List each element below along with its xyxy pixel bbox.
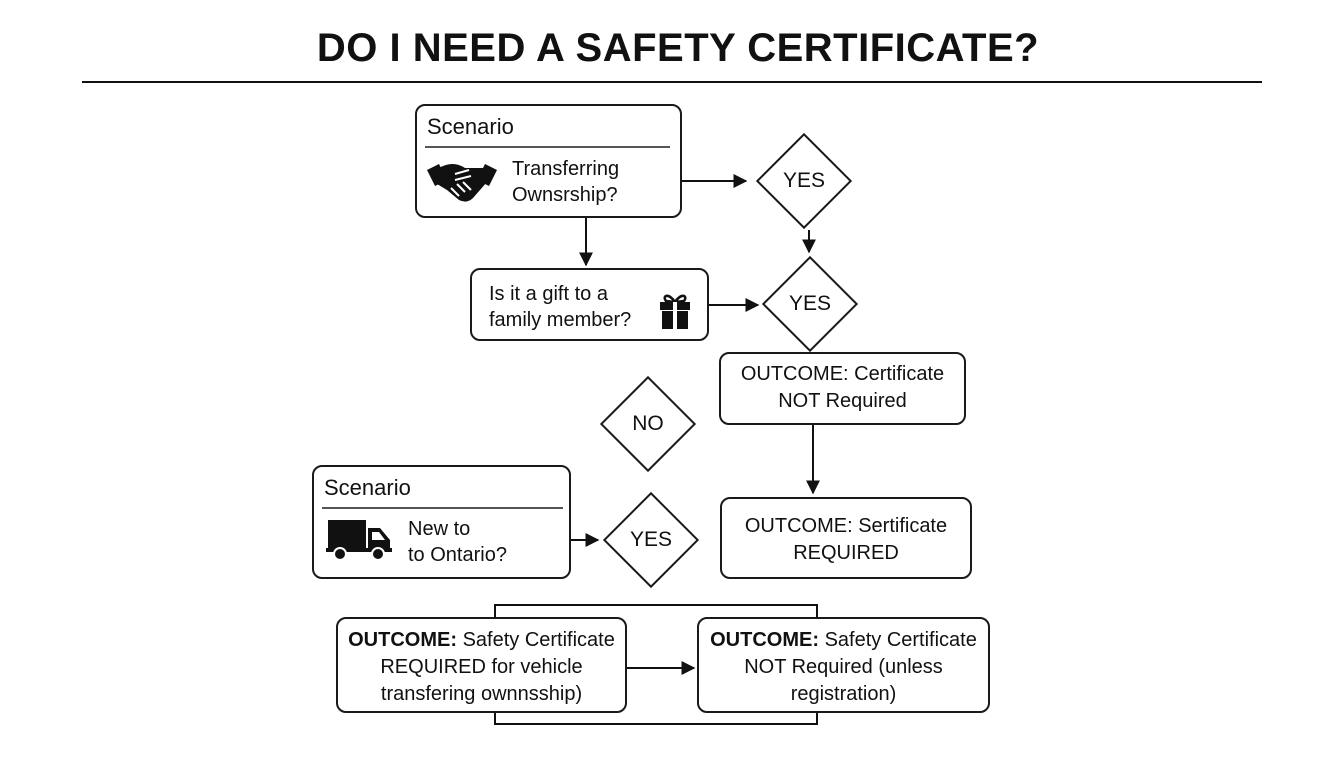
truck-icon <box>326 520 392 561</box>
outcome-required-line2: REQUIRED <box>793 542 899 564</box>
outcome-bottom-left-box: OUTCOME: Safety Certificate REQUIRED for… <box>336 617 627 713</box>
scenario-question-line1: New to <box>408 518 471 540</box>
outcome-label: OUTCOME: <box>710 629 820 651</box>
scenario-box-new-to-ontario: Scenario New to to Ontario? <box>312 465 571 579</box>
scenario-header: Scenario <box>324 475 411 500</box>
outcome-bottom-right-line1: OUTCOME: Safety Certificate <box>699 627 988 654</box>
page-title: DO I NEED A SAFETY CERTIFICATE? <box>316 26 1040 70</box>
gift-question-line2: family member? <box>489 309 632 331</box>
decision-yes-new-label: YES <box>629 528 673 551</box>
outcome-bottom-right-box: OUTCOME: Safety Certificate NOT Required… <box>697 617 990 713</box>
scenario-header: Scenario <box>427 114 514 139</box>
scenario-divider <box>322 507 563 509</box>
bracket-frame-bottom <box>494 713 818 725</box>
scenario-box-transferring: Scenario Transferring Ownsrship? <box>415 104 682 218</box>
decision-no-label: NO <box>632 412 664 435</box>
gift-question-box: Is it a gift to a family member? <box>470 268 709 341</box>
gift-question-line1: Is it a gift to a <box>489 283 608 305</box>
outcome-bottom-left-line3: transfering ownnsship) <box>380 683 583 705</box>
outcome-not-required-line1: OUTCOME: Certificate <box>740 363 945 385</box>
outcome-not-required-box: OUTCOME: Certificate NOT Required <box>719 352 966 425</box>
scenario-question-line1: Transferring <box>512 158 620 180</box>
outcome-bottom-left-line2: REQUIRED for vehicle <box>380 656 583 678</box>
outcome-label: OUTCOME: <box>348 629 458 651</box>
outcome-bottom-right-line1-text: Safety Certificate <box>819 629 977 651</box>
outcome-bottom-left-line1: OUTCOME: Safety Certificate <box>338 627 625 654</box>
gift-icon <box>660 294 690 329</box>
scenario-question-line2: to Ontario? <box>408 544 507 566</box>
outcome-required-line1: OUTCOME: Sertificate <box>744 515 948 537</box>
handshake-icon <box>427 164 497 202</box>
title-divider <box>82 81 1262 83</box>
bracket-frame-top <box>494 604 818 617</box>
scenario-question-line2: Ownsrship? <box>512 184 618 206</box>
outcome-bottom-right-line3: registration) <box>790 683 897 705</box>
outcome-bottom-left-line1-text: Safety Certificate <box>457 629 615 651</box>
outcome-not-required-line2: NOT Required <box>778 390 907 412</box>
outcome-bottom-right-line2: NOT Required (unless <box>744 656 943 678</box>
decision-yes-gift-label: YES <box>788 292 832 315</box>
decision-yes-top-label: YES <box>782 169 826 192</box>
outcome-required-box: OUTCOME: Sertificate REQUIRED <box>720 497 972 579</box>
scenario-divider <box>425 146 670 148</box>
